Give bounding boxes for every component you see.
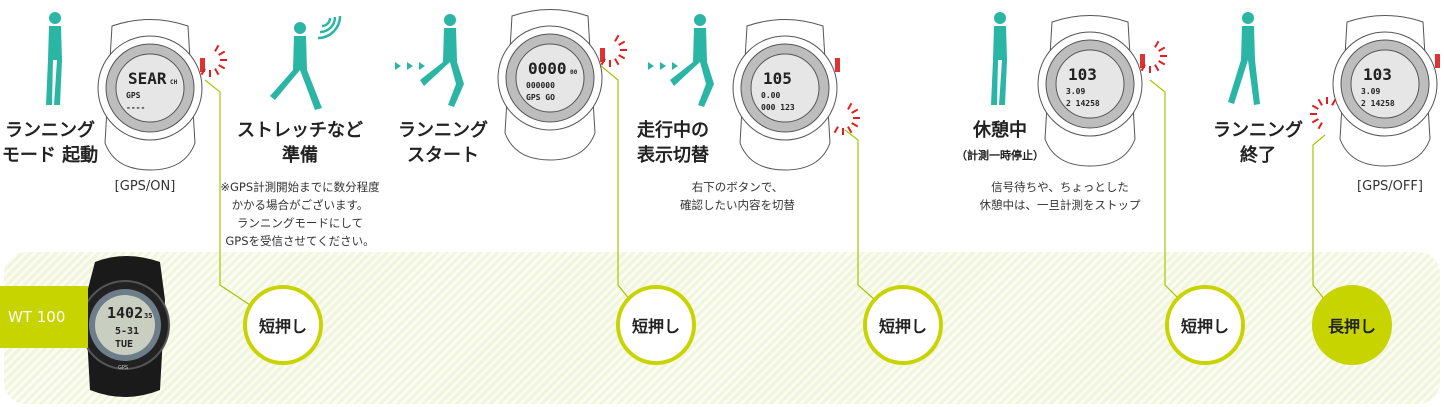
wt100-watch-image: 1402 35 5-31 TUE GPS — [80, 256, 170, 397]
gps-on-caption: [GPS/ON] — [114, 179, 176, 194]
press-indicator-icon — [1310, 97, 1337, 130]
watch-display-main: 103 — [1363, 65, 1392, 84]
step-title-line: 表示切替 — [637, 145, 709, 166]
step-stretch-prepare: ストレッチなど 準備 — [230, 118, 370, 168]
press-indicator-icon — [1140, 40, 1167, 73]
watch-display-line3: GPS GO — [526, 93, 555, 102]
watch-display-line2: 3.09 — [1066, 87, 1085, 96]
step-title-line: 休憩中 — [973, 120, 1027, 141]
wt100-gps-logo: GPS — [118, 365, 128, 371]
watch-button — [200, 58, 205, 72]
wt100-day: TUE — [115, 339, 133, 350]
watch-diagram-3: 105 0.00 000 123 — [732, 19, 860, 171]
note-line: GPSを受信させてください。 — [225, 234, 375, 248]
step-title-line: 準備 — [282, 145, 318, 166]
step-subtitle: （計測一時停止） — [956, 149, 1044, 162]
rest-note: 信号待ちや、ちょっとした 休憩中は、一旦計測をストップ — [960, 178, 1160, 214]
step-start-running-mode: ランニング モード 起動 — [0, 118, 100, 168]
runner-walk-icon — [1228, 12, 1260, 105]
note-line: 休憩中は、一旦計測をストップ — [979, 198, 1141, 212]
note-line: ※GPS計測開始までに数分程度 — [220, 180, 380, 194]
model-label: WT 100 — [0, 286, 88, 348]
step-title-line: 終了 — [1240, 145, 1276, 166]
leader-line-2 — [599, 64, 631, 301]
step-title-line: ストレッチなど — [237, 120, 363, 141]
display-switch-note: 右下のボタンで、 確認したい内容を切替 — [650, 178, 825, 214]
long-press-button[interactable]: 長押し — [1312, 285, 1392, 365]
press-indicator-icon — [833, 102, 860, 135]
watch-button — [600, 48, 605, 62]
wt100-seconds: 35 — [144, 312, 152, 320]
note-line: かかる場合がございます。 — [231, 198, 369, 212]
runner-stand-icon — [46, 12, 62, 105]
runner-stand-icon — [991, 12, 1007, 105]
step-running-start: ランニング スタート — [393, 118, 493, 168]
watch-display-line3: 2 14258 — [1066, 99, 1100, 108]
watch-display-line3: 000 123 — [761, 103, 795, 112]
watch-display-main: 0000 — [528, 59, 567, 78]
step-title-line: モード 起動 — [1, 145, 99, 166]
press-indicator-icon — [200, 44, 227, 77]
short-press-button-3[interactable]: 短押し — [863, 285, 943, 365]
watch-display-unit: CH — [170, 79, 178, 86]
watch-display-main: 105 — [763, 69, 792, 88]
watch-display-unit: 00 — [570, 69, 578, 76]
note-line: 信号待ちや、ちょっとした — [991, 180, 1129, 194]
note-line: ランニングモードにして — [236, 216, 364, 230]
watch-display-line2: 3.09 — [1361, 87, 1380, 96]
arrow-dots-1 — [395, 62, 425, 70]
step-title-line: 走行中の — [637, 120, 709, 141]
step-rest-pause: 休憩中 （計測一時停止） — [950, 118, 1050, 168]
step-title-line: ランニング — [398, 120, 488, 141]
watch-display-line2: 000000 — [526, 81, 555, 90]
runner-run-icon — [420, 14, 464, 107]
watch-diagram-4: 103 3.09 2 14258 — [1037, 15, 1167, 167]
step-title-line: ランニング — [5, 120, 95, 141]
short-press-button-1[interactable]: 短押し — [243, 285, 323, 365]
note-line: 確認したい内容を切替 — [680, 198, 795, 212]
short-press-button-2[interactable]: 短押し — [616, 285, 696, 365]
gps-off-caption: [GPS/OFF] — [1357, 179, 1423, 194]
leader-line-1 — [204, 79, 251, 306]
watch-button — [835, 58, 840, 72]
step-running-end: ランニング 終了 — [1208, 118, 1308, 168]
leader-line-5 — [1312, 134, 1326, 301]
note-line: 右下のボタンで、 — [691, 180, 784, 194]
watch-button — [1140, 54, 1145, 68]
wt100-time: 1402 — [107, 304, 143, 322]
step-title-line: スタート — [407, 145, 479, 166]
step-switch-display: 走行中の 表示切替 — [628, 118, 718, 168]
watch-display-main: SEAR — [128, 69, 167, 88]
watch-display-line3: ---- — [126, 103, 145, 112]
press-indicator-icon — [600, 34, 627, 67]
gps-note: ※GPS計測開始までに数分程度 かかる場合がございます。 ランニングモードにして… — [200, 178, 400, 250]
watch-button — [1435, 54, 1440, 68]
arrow-dots-2 — [648, 62, 678, 70]
short-press-button-4[interactable]: 短押し — [1165, 285, 1245, 365]
watch-display-line3: 2 14258 — [1361, 99, 1395, 108]
wt100-date: 5-31 — [115, 326, 139, 337]
watch-diagram-5: 103 3.09 2 14258 — [1310, 15, 1440, 167]
leader-line-3 — [844, 129, 876, 301]
watch-display-main: 103 — [1068, 65, 1097, 84]
step-title-line: ランニング — [1213, 120, 1303, 141]
leader-line-4 — [1149, 79, 1181, 301]
watch-display-line2: GPS — [126, 91, 141, 100]
runner-stretch-icon — [270, 22, 322, 110]
watch-display-line2: 0.00 — [761, 91, 780, 100]
runner-run-icon — [670, 14, 714, 107]
gps-signal-icon — [317, 15, 342, 40]
